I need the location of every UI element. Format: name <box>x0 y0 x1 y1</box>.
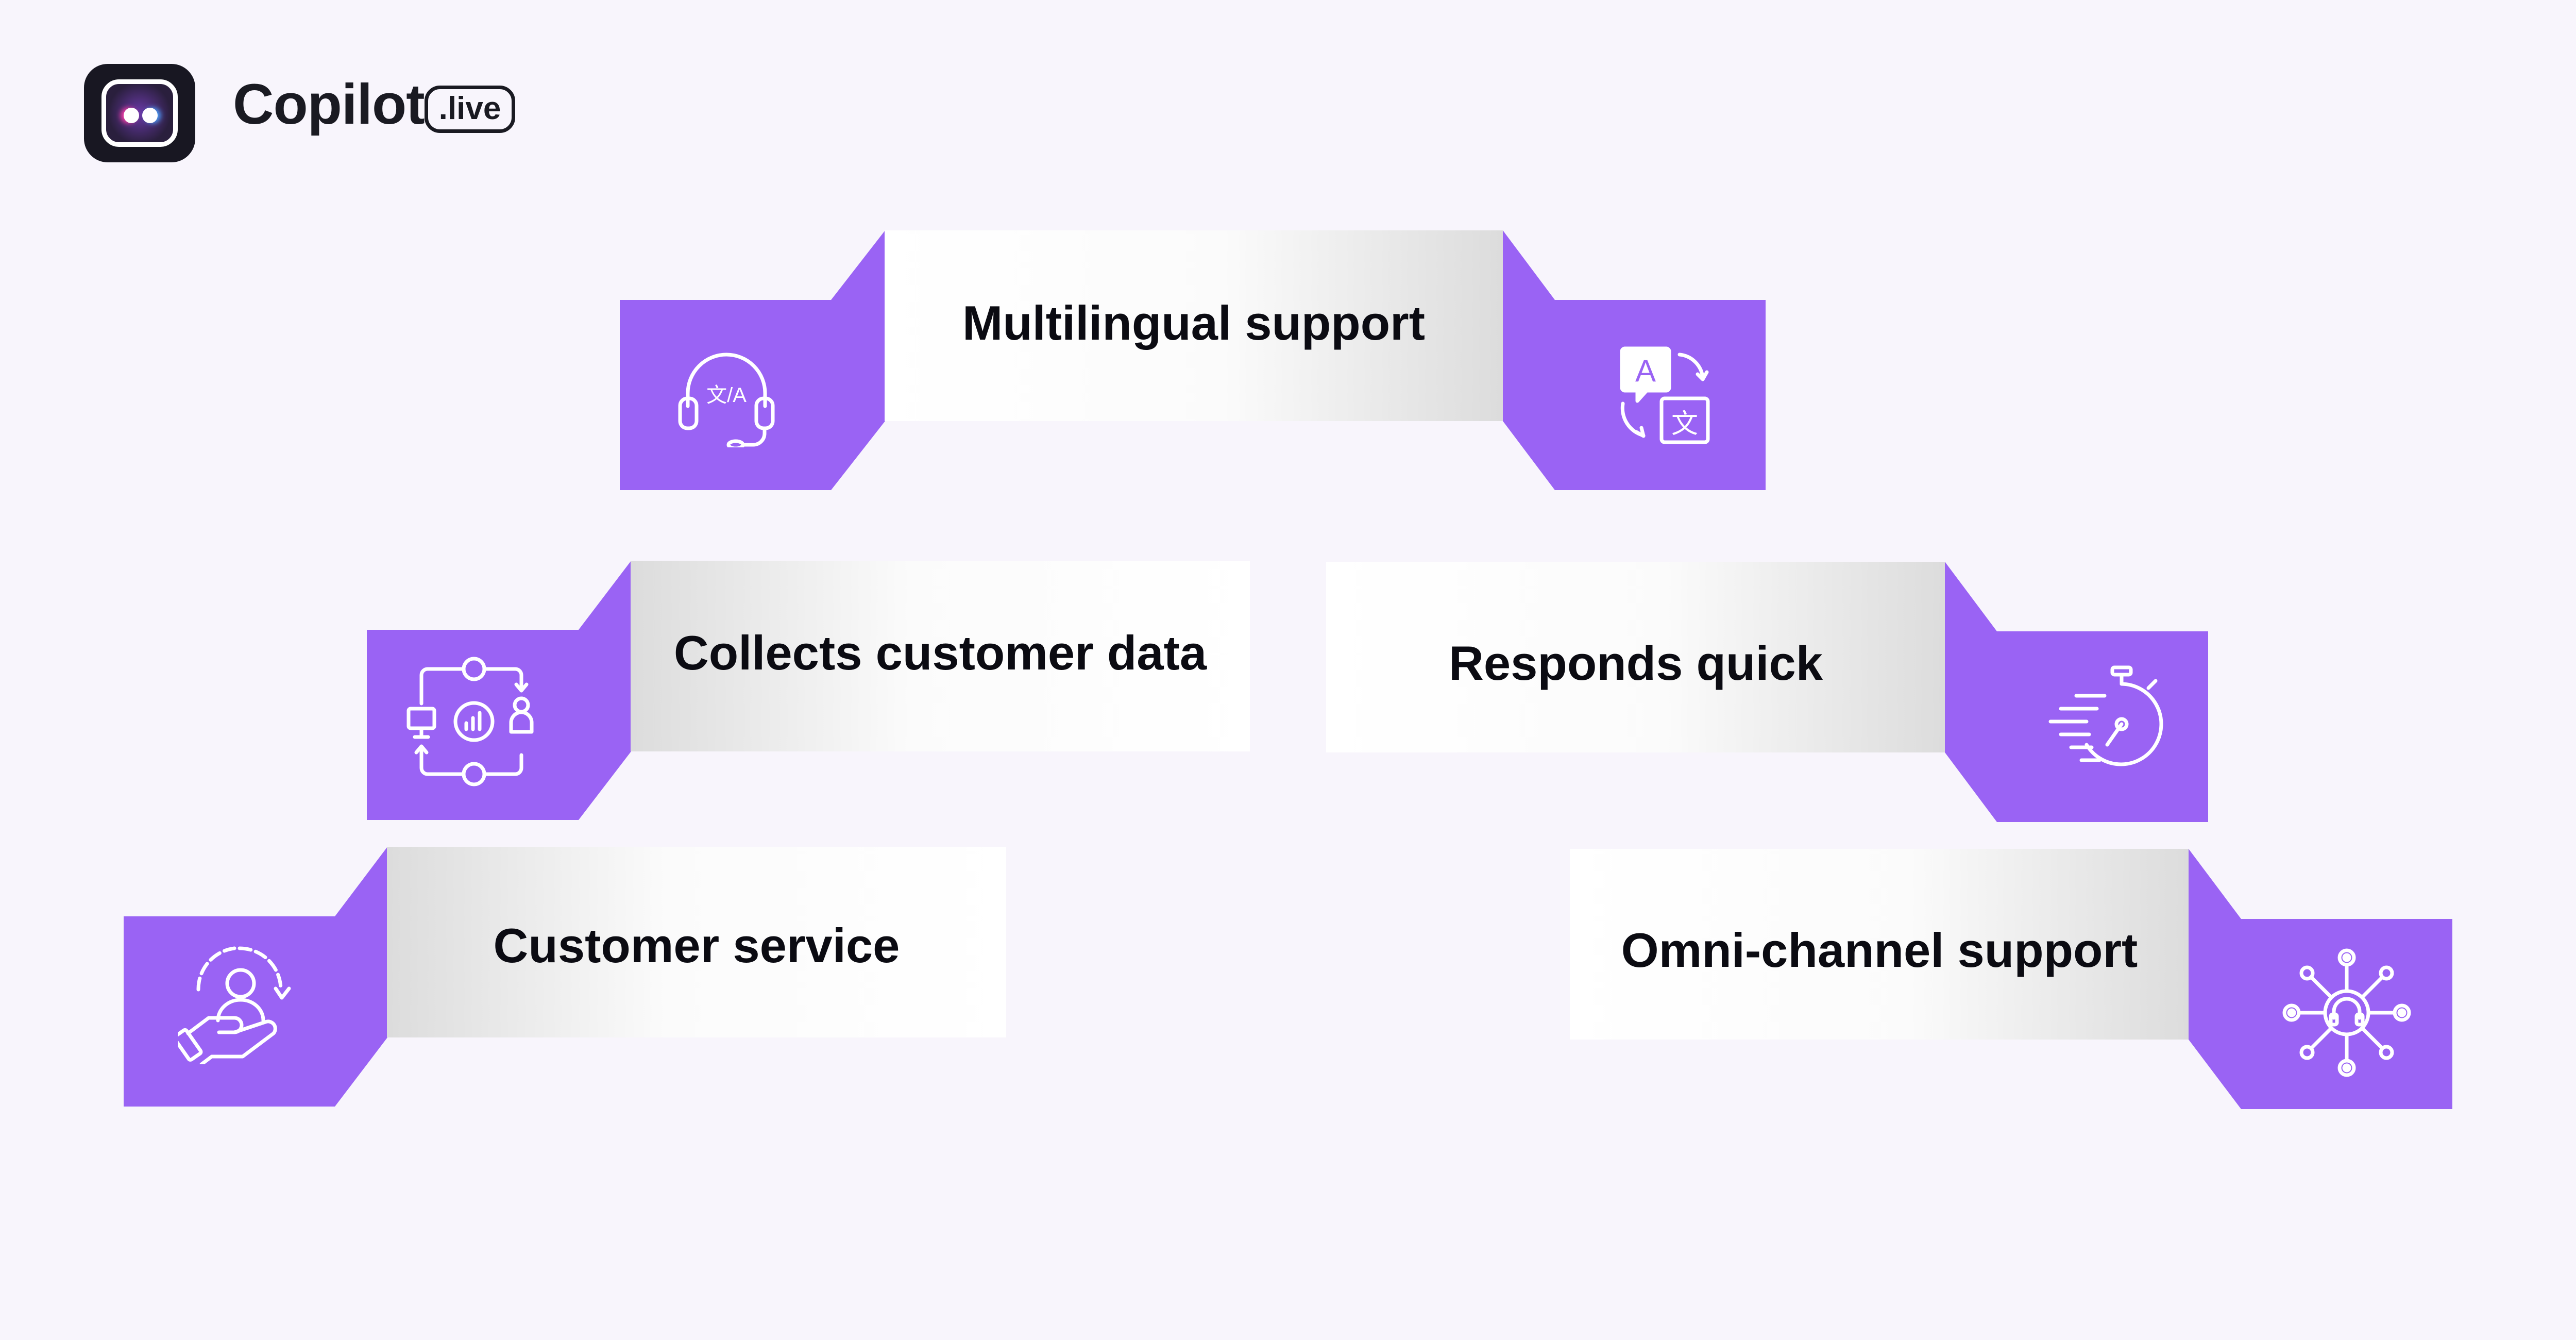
brand-name: Copilot <box>233 73 425 136</box>
network-headset-icon <box>2282 948 2411 1077</box>
label-responds-quick: Responds quick <box>1448 636 1823 690</box>
headset-translate-icon: 文/A <box>670 344 783 450</box>
svg-text:A: A <box>1635 354 1656 388</box>
card-collects-data <box>367 561 1250 820</box>
logo-eyes-icon <box>101 79 178 147</box>
label-omni-channel-support: Omni-channel support <box>1621 923 2138 977</box>
customer-care-hand-icon <box>173 943 304 1066</box>
copilot-logo <box>84 64 195 162</box>
label-multilingual-support: Multilingual support <box>962 296 1426 350</box>
svg-text:文/A: 文/A <box>706 384 747 407</box>
card-multilingual <box>620 230 1766 490</box>
card-customer-service <box>124 847 1006 1107</box>
translate-icon: A 文 <box>1613 344 1716 447</box>
card-omni-channel <box>1570 849 2452 1109</box>
label-collects-customer-data: Collects customer data <box>673 626 1207 680</box>
data-cycle-icon <box>404 655 544 789</box>
label-customer-service: Customer service <box>493 918 900 973</box>
svg-text:文: 文 <box>1671 409 1698 440</box>
brand-badge: .live <box>425 86 515 133</box>
stopwatch-icon <box>2040 665 2169 783</box>
